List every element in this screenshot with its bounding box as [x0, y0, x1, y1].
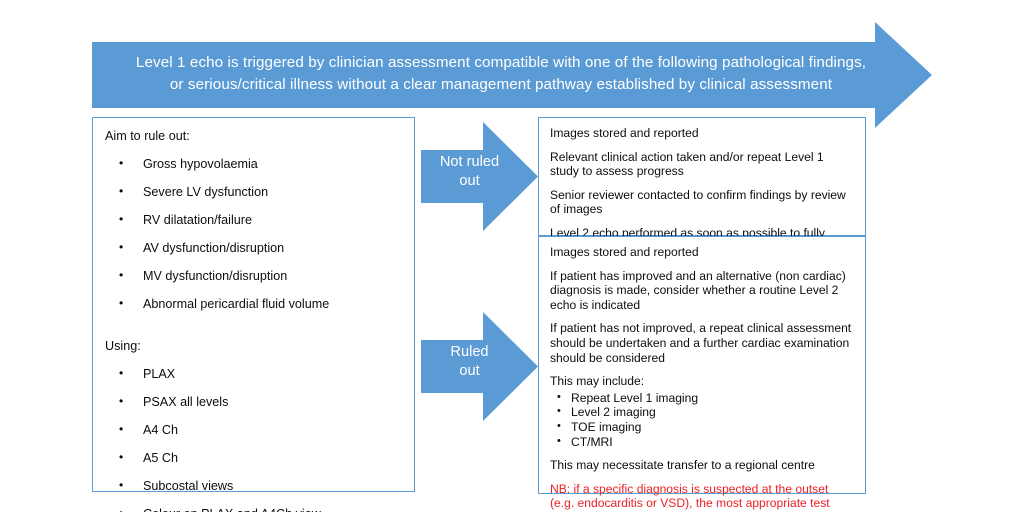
not-ruled-out-arrow: Not ruled out	[421, 122, 538, 231]
list-item: Subcostal views	[105, 478, 404, 494]
left-criteria-box: Aim to rule out: Gross hypovolaemia Seve…	[92, 117, 415, 512]
list-item: TOE imaging	[550, 419, 854, 435]
list-item: PLAX	[105, 366, 404, 382]
outcome-paragraph: Senior reviewer contacted to confirm fin…	[550, 187, 846, 217]
list-item: Repeat Level 1 imaging	[550, 390, 854, 406]
list-item: RV dilatation/failure	[105, 212, 404, 228]
list-item: A5 Ch	[105, 450, 404, 466]
outcome-paragraph: If patient has not improved, a repeat cl…	[550, 321, 852, 365]
list-item: Level 2 imaging	[550, 404, 854, 420]
list-item: A4 Ch	[105, 422, 404, 438]
outcome-paragraph: If patient has improved and an alternati…	[550, 268, 846, 312]
rule-out-list: Gross hypovolaemia Severe LV dysfunction…	[105, 156, 404, 312]
outcome-paragraph: Images stored and reported	[550, 126, 699, 140]
outcome-paragraph: Images stored and reported	[550, 245, 699, 259]
not-ruled-out-arrow-shape	[421, 122, 538, 231]
ruled-out-arrow: Ruled out	[421, 312, 538, 421]
banner-line-2: or serious/critical illness without a cl…	[169, 76, 833, 93]
banner-arrow: Level 1 echo is triggered by clinician a…	[92, 22, 932, 128]
list-item: CT/MRI	[550, 434, 854, 450]
ruled-out-arrow-shape	[421, 312, 538, 421]
list-item: Gross hypovolaemia	[105, 156, 404, 172]
outcome-paragraph: Relevant clinical action taken and/or re…	[550, 149, 824, 179]
outcome-paragraph: This may necessitate transfer to a regio…	[550, 458, 815, 473]
list-item: Abnormal pericardial fluid volume	[105, 296, 404, 312]
section-spacer	[105, 312, 404, 339]
list-item: MV dysfunction/disruption	[105, 268, 404, 284]
list-item: AV dysfunction/disruption	[105, 240, 404, 256]
banner-arrow-shape	[92, 22, 932, 128]
using-heading: Using:	[105, 339, 141, 353]
may-include-list: Repeat Level 1 imaging Level 2 imaging T…	[550, 390, 854, 450]
using-list: PLAX PSAX all levels A4 Ch A5 Ch Subcost…	[105, 366, 404, 512]
ruled-out-outcome-box: Images stored and reported If patient ha…	[538, 236, 866, 512]
list-item: PSAX all levels	[105, 394, 404, 410]
may-include-heading: This may include:	[550, 374, 645, 389]
list-item: Severe LV dysfunction	[105, 184, 404, 200]
banner-text: Level 1 echo is triggered by clinician a…	[106, 52, 896, 96]
not-ruled-out-outcome-box: Images stored and reported Relevant clin…	[538, 117, 866, 255]
warning-note: NB: if a specific diagnosis is suspected…	[550, 481, 848, 512]
banner-line-1: Level 1 echo is triggered by clinician a…	[135, 54, 867, 71]
rule-out-heading: Aim to rule out:	[105, 129, 190, 143]
